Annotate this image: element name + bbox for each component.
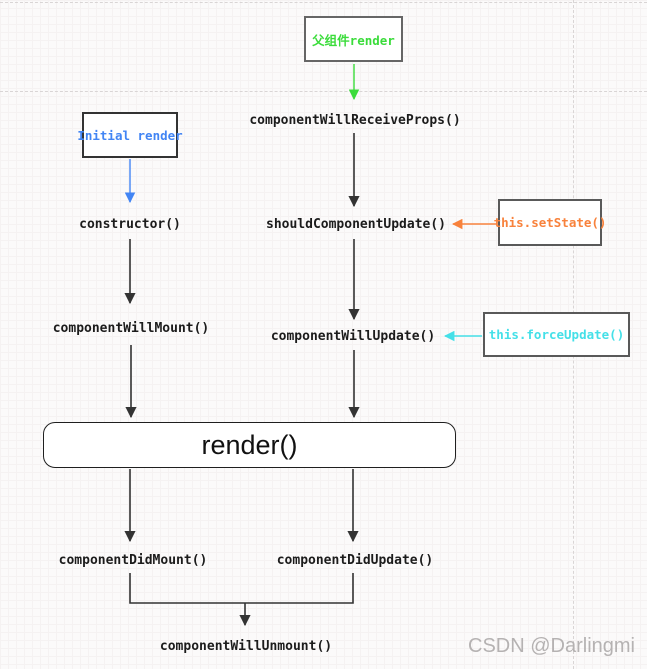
label-component-will-receive-props: componentWillReceiveProps() [249, 113, 461, 128]
set-state-box: this.setState() [494, 199, 606, 246]
initial-render-label: Initial render [77, 127, 183, 143]
page-guide-horizontal [0, 91, 647, 92]
csdn-watermark: CSDN @Darlingmi [468, 635, 635, 657]
connector-didmount-didupdate-merge [129, 573, 354, 604]
label-component-did-update: componentDidUpdate() [276, 553, 434, 568]
label-component-will-unmount: componentWillUnmount() [159, 639, 333, 654]
parent-render-box: 父组件render [304, 16, 403, 62]
parent-render-label: 父组件render [312, 32, 395, 48]
label-component-will-mount: componentWillMount() [52, 321, 210, 336]
force-update-box: this.forceUpdate() [483, 312, 630, 357]
render-node-label: render() [201, 429, 298, 460]
label-constructor: constructor() [79, 217, 181, 232]
force-update-label: this.forceUpdate() [488, 327, 625, 342]
page-guide-top [0, 2, 647, 3]
label-component-will-update: componentWillUpdate() [270, 329, 436, 344]
initial-render-box: Initial render [77, 112, 183, 158]
label-component-did-mount: componentDidMount() [58, 553, 208, 568]
label-should-component-update: shouldComponentUpdate() [265, 217, 447, 232]
render-node: render() [43, 422, 456, 468]
set-state-label: this.setState() [493, 215, 607, 230]
